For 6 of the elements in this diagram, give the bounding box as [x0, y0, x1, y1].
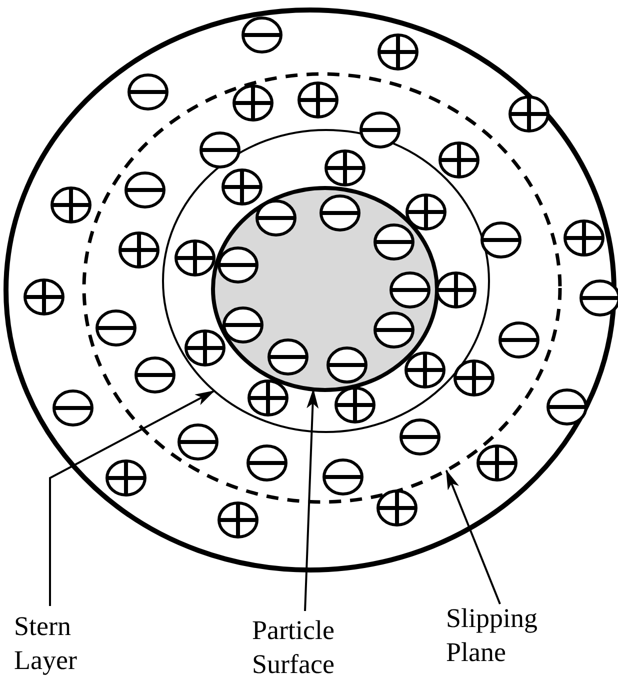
stern-layer-label: Stern Layer [14, 609, 124, 677]
slipping-plane-label: Slipping Plane [446, 601, 576, 669]
leader-line [445, 470, 501, 604]
leader-line [304, 388, 319, 612]
leader-line [49, 390, 216, 606]
particle-surface-label: Particle Surface [252, 613, 372, 681]
